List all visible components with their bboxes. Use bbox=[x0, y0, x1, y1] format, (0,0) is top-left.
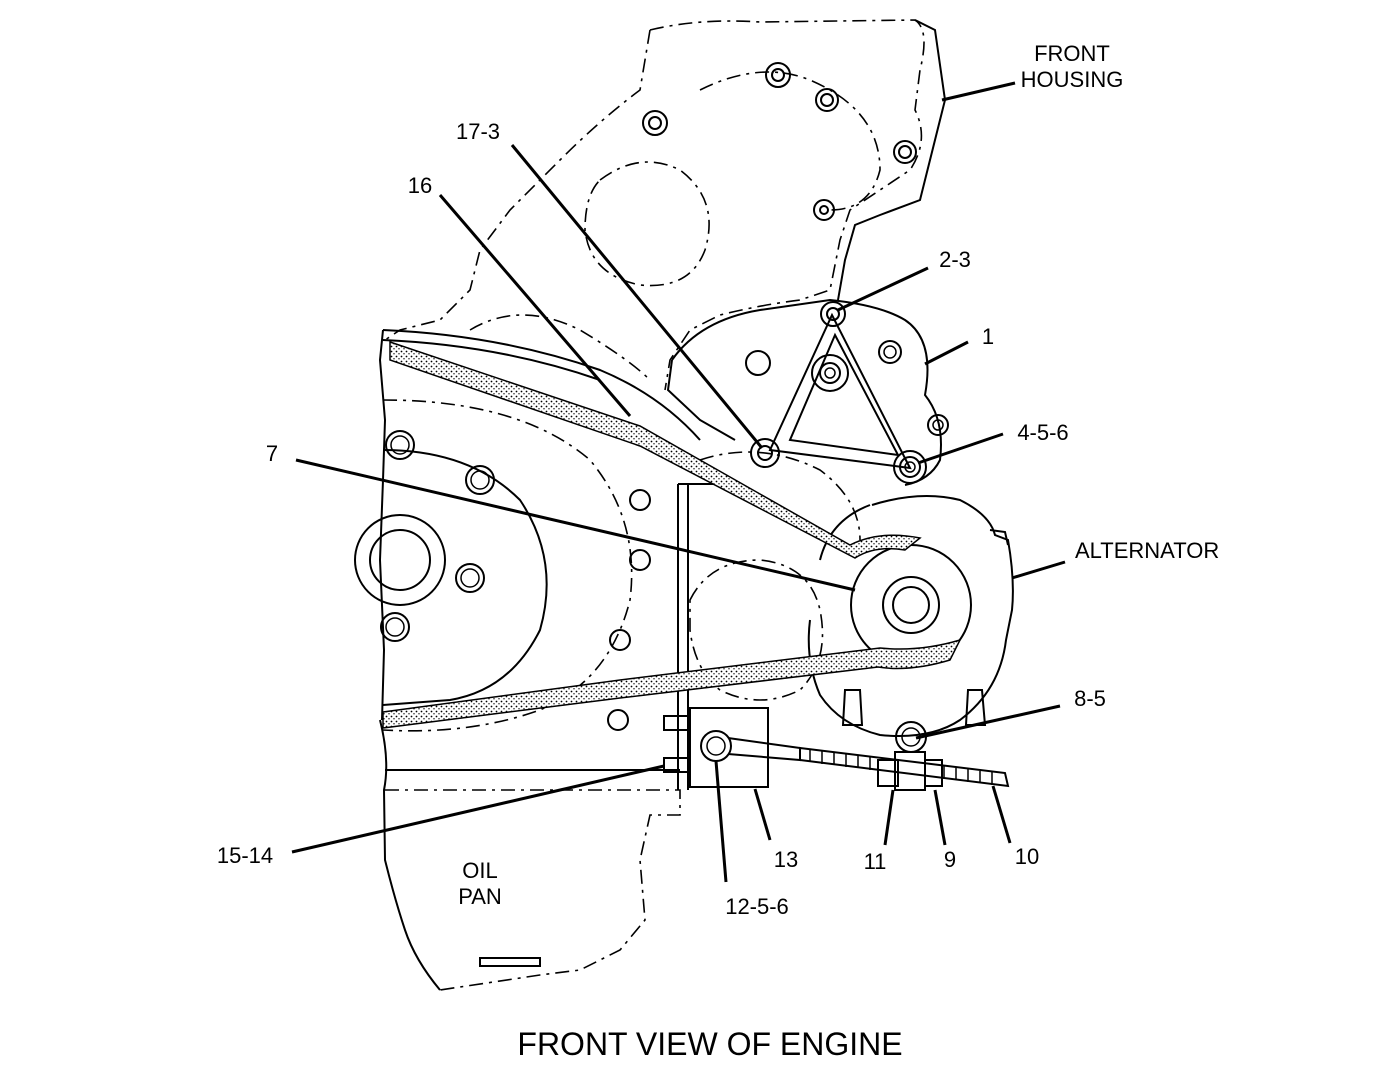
callout-17-3: 17-3 bbox=[456, 119, 500, 144]
leader-lines bbox=[291, 81, 1066, 883]
diagram-caption: FRONT VIEW OF ENGINE bbox=[517, 1026, 902, 1062]
housing-bolt-icon bbox=[813, 199, 835, 221]
housing-bolt-icon bbox=[765, 62, 791, 88]
callout-15-14: 15-14 bbox=[217, 843, 273, 868]
callout-12-5-6: 12-5-6 bbox=[725, 894, 789, 919]
callout-8-5: 8-5 bbox=[1074, 686, 1106, 711]
callout-13: 13 bbox=[774, 847, 798, 872]
callout-10: 10 bbox=[1015, 844, 1039, 869]
callout-2-3: 2-3 bbox=[939, 247, 971, 272]
oil-pan-label-line1: OIL bbox=[462, 858, 497, 883]
callout-9: 9 bbox=[944, 847, 956, 872]
callout-1: 1 bbox=[982, 324, 994, 349]
drive-belt bbox=[382, 340, 962, 729]
oil-pan bbox=[385, 769, 681, 991]
crankshaft-pulley bbox=[354, 329, 701, 991]
housing-bolt-icon bbox=[815, 88, 839, 112]
callout-7: 7 bbox=[266, 441, 278, 466]
mounting-plate bbox=[677, 483, 720, 790]
alternator-mount-bracket bbox=[666, 298, 949, 486]
oil-pan-label-line2: PAN bbox=[458, 884, 502, 909]
front-housing-label-line2: HOUSING bbox=[1021, 67, 1124, 92]
alternator-label: ALTERNATOR bbox=[1075, 538, 1219, 563]
front-housing-outline bbox=[384, 19, 947, 391]
bolt-2-3 bbox=[820, 301, 846, 327]
housing-bolt-icon bbox=[642, 110, 668, 136]
housing-bolt-icon bbox=[893, 140, 917, 164]
bolt-4-5-6 bbox=[893, 450, 927, 484]
callout-16: 16 bbox=[408, 173, 432, 198]
front-housing-label-line1: FRONT bbox=[1034, 41, 1110, 66]
adjusting-rod bbox=[727, 721, 1010, 791]
callout-4-5-6: 4-5-6 bbox=[1017, 420, 1068, 445]
housing-bolts bbox=[642, 62, 917, 221]
bolt-17-3 bbox=[750, 438, 780, 468]
callout-11: 11 bbox=[864, 849, 887, 874]
alternator bbox=[807, 495, 1014, 737]
